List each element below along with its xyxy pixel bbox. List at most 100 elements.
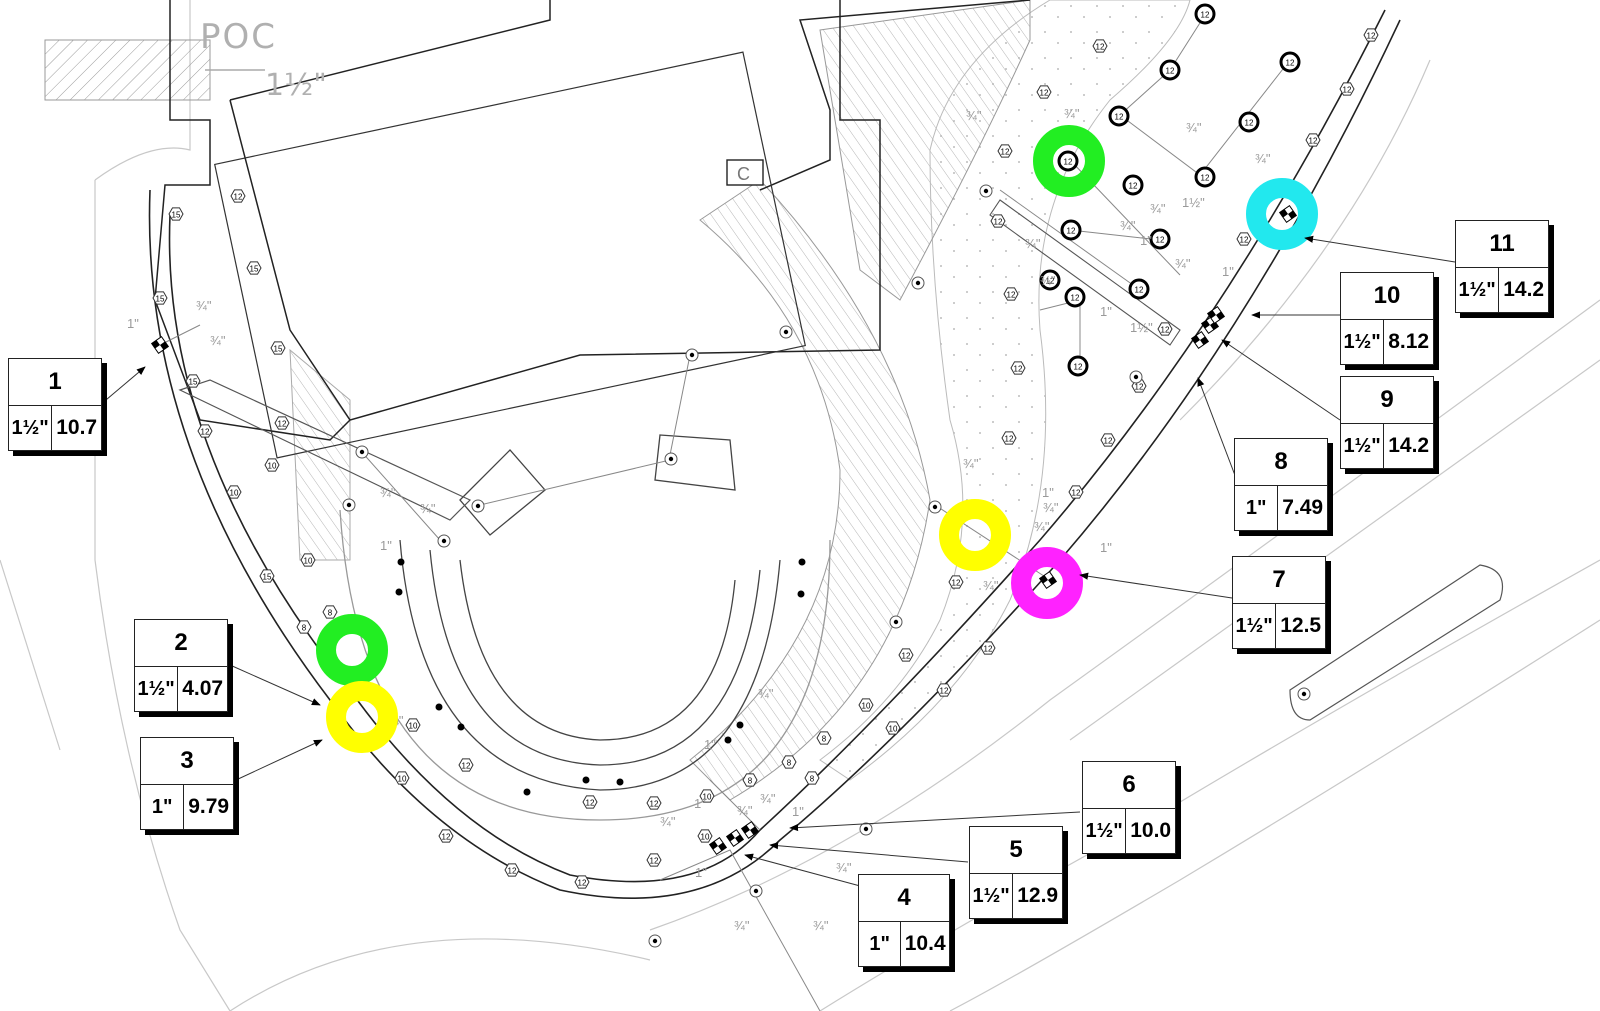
svg-text:8: 8 bbox=[810, 775, 815, 784]
svg-text:8: 8 bbox=[328, 609, 333, 618]
callout-10: 10 1½"8.12 bbox=[1340, 272, 1434, 365]
callout-number: 5 bbox=[970, 827, 1062, 874]
sprinkler-head-icon: 12 bbox=[1363, 28, 1379, 42]
svg-text:12: 12 bbox=[650, 800, 659, 809]
callout-8: 8 1"7.49 bbox=[1234, 438, 1328, 531]
svg-text:12: 12 bbox=[1014, 365, 1023, 374]
svg-text:12: 12 bbox=[1072, 489, 1081, 498]
sprinkler-head-icon: 12 bbox=[1010, 361, 1026, 375]
spray-head-icon bbox=[1297, 687, 1311, 701]
sprinkler-head-icon: 12 bbox=[197, 424, 213, 438]
pipe-size: 1½" bbox=[1083, 809, 1127, 853]
callout-11: 11 1½"14.2 bbox=[1455, 220, 1549, 313]
leader-arrow bbox=[235, 739, 323, 781]
svg-text:12: 12 bbox=[1074, 363, 1083, 372]
svg-text:10: 10 bbox=[862, 702, 871, 711]
hatched-paving bbox=[44, 39, 211, 101]
pipe-size-label: 1½" bbox=[1182, 195, 1205, 210]
svg-text:12: 12 bbox=[462, 762, 471, 771]
flow-rate: 12.5 bbox=[1280, 614, 1322, 637]
svg-text:12: 12 bbox=[234, 193, 243, 202]
highlight-rings bbox=[316, 125, 1318, 753]
sprinkler-head-icon: 10 bbox=[858, 698, 874, 712]
pipe-size-label: ¾" bbox=[1025, 236, 1041, 251]
svg-text:8: 8 bbox=[302, 624, 307, 633]
bubbler-head-icon bbox=[395, 588, 403, 596]
svg-text:10: 10 bbox=[230, 489, 239, 498]
spray-head-icon bbox=[648, 934, 662, 948]
pipe-size-label: ¾" bbox=[1034, 519, 1050, 534]
valve-icon bbox=[1206, 305, 1226, 325]
svg-text:12: 12 bbox=[1166, 67, 1175, 76]
sprinkler-head-icon: 12 bbox=[1194, 166, 1216, 188]
spray-head-icon bbox=[342, 498, 356, 512]
pipe-size-label: ¾" bbox=[1043, 500, 1059, 515]
pipe-size-label: 1" bbox=[704, 737, 716, 752]
callout-number: 10 bbox=[1341, 273, 1433, 320]
sprinkler-head-icon: 10 bbox=[394, 771, 410, 785]
pipe-size-label: ¾" bbox=[380, 485, 396, 500]
sprinkler-head-icon: 12 bbox=[898, 648, 914, 662]
flow-rate: 4.07 bbox=[182, 677, 224, 700]
svg-text:12: 12 bbox=[1115, 113, 1124, 122]
svg-text:10: 10 bbox=[409, 722, 418, 731]
hatched-band-top bbox=[819, 0, 1031, 301]
valve-icon bbox=[708, 836, 728, 856]
svg-text:12: 12 bbox=[442, 833, 451, 842]
sprinkler-head-icon: 8 bbox=[781, 755, 797, 769]
sprinkler-head-icon: 10 bbox=[405, 718, 421, 732]
pipe-size-label: ¾" bbox=[737, 803, 753, 818]
sprinkler-head-icon: 12 bbox=[990, 214, 1006, 228]
leader-arrow bbox=[1197, 377, 1237, 479]
highlight-ring bbox=[1011, 547, 1083, 619]
svg-text:12: 12 bbox=[1343, 86, 1352, 95]
svg-text:15: 15 bbox=[172, 211, 181, 220]
spray-head-icon bbox=[471, 499, 485, 513]
svg-text:8: 8 bbox=[787, 759, 792, 768]
callout-number: 2 bbox=[135, 620, 227, 667]
svg-text:12: 12 bbox=[578, 879, 587, 888]
sprinkler-head-icon: 12 bbox=[1149, 228, 1171, 250]
sprinkler-head-icon: 15 bbox=[259, 569, 275, 583]
callout-number: 1 bbox=[9, 359, 101, 406]
valve-icon bbox=[150, 335, 170, 355]
sprinkler-head-icon: 12 bbox=[646, 853, 662, 867]
highlight-ring bbox=[326, 681, 398, 753]
pipe-size-label: ¾" bbox=[420, 501, 436, 516]
sprinkler-head-icon: 12 bbox=[948, 575, 964, 589]
pipe-size: 1" bbox=[859, 922, 902, 966]
pipe-size-label: 1" bbox=[127, 316, 139, 331]
sprinkler-head-icon: 8 bbox=[804, 771, 820, 785]
spray-head-icon bbox=[664, 452, 678, 466]
svg-text:12: 12 bbox=[1201, 174, 1210, 183]
svg-text:12: 12 bbox=[952, 579, 961, 588]
sprinkler-head-icon: 12 bbox=[1236, 232, 1252, 246]
sprinkler-head-icon: 12 bbox=[504, 863, 520, 877]
pipe-size-label: ¾" bbox=[1150, 201, 1166, 216]
svg-text:12: 12 bbox=[650, 857, 659, 866]
sprinkler-head-icon: 8 bbox=[742, 773, 758, 787]
sprinkler-head-icon: 12 bbox=[1339, 82, 1355, 96]
sprinkler-heads: 1215151515151212101010158810101212121212… bbox=[152, 3, 1379, 948]
leader-arrow bbox=[744, 853, 876, 891]
pipe-size: 1" bbox=[141, 785, 185, 829]
svg-text:12: 12 bbox=[902, 652, 911, 661]
building-roof bbox=[214, 51, 806, 459]
sprinkler-head-icon: 12 bbox=[582, 795, 598, 809]
highlight-ring bbox=[1246, 178, 1318, 250]
svg-text:8: 8 bbox=[748, 777, 753, 786]
svg-text:12: 12 bbox=[1007, 291, 1016, 300]
svg-text:12: 12 bbox=[1046, 277, 1055, 286]
sprinkler-head-icon: 12 bbox=[1279, 51, 1301, 73]
highlight-ring bbox=[939, 499, 1011, 571]
svg-text:12: 12 bbox=[1135, 286, 1144, 295]
pipe-size-label: 1" bbox=[695, 865, 707, 880]
pipe-size-labels: ¾"¾"1"¾"¾"1"¾"¾"¾"¾"¾"¾"¾"1"¾"¾"¾"1"1½"1… bbox=[127, 106, 1271, 933]
leader-arrow bbox=[1304, 235, 1456, 263]
pipe-size-label: ¾" bbox=[813, 918, 829, 933]
pipe-size-label: ¾" bbox=[966, 108, 982, 123]
pipe-size-label: ¾" bbox=[196, 298, 212, 313]
pipe-size-label: ¾" bbox=[1040, 273, 1056, 288]
